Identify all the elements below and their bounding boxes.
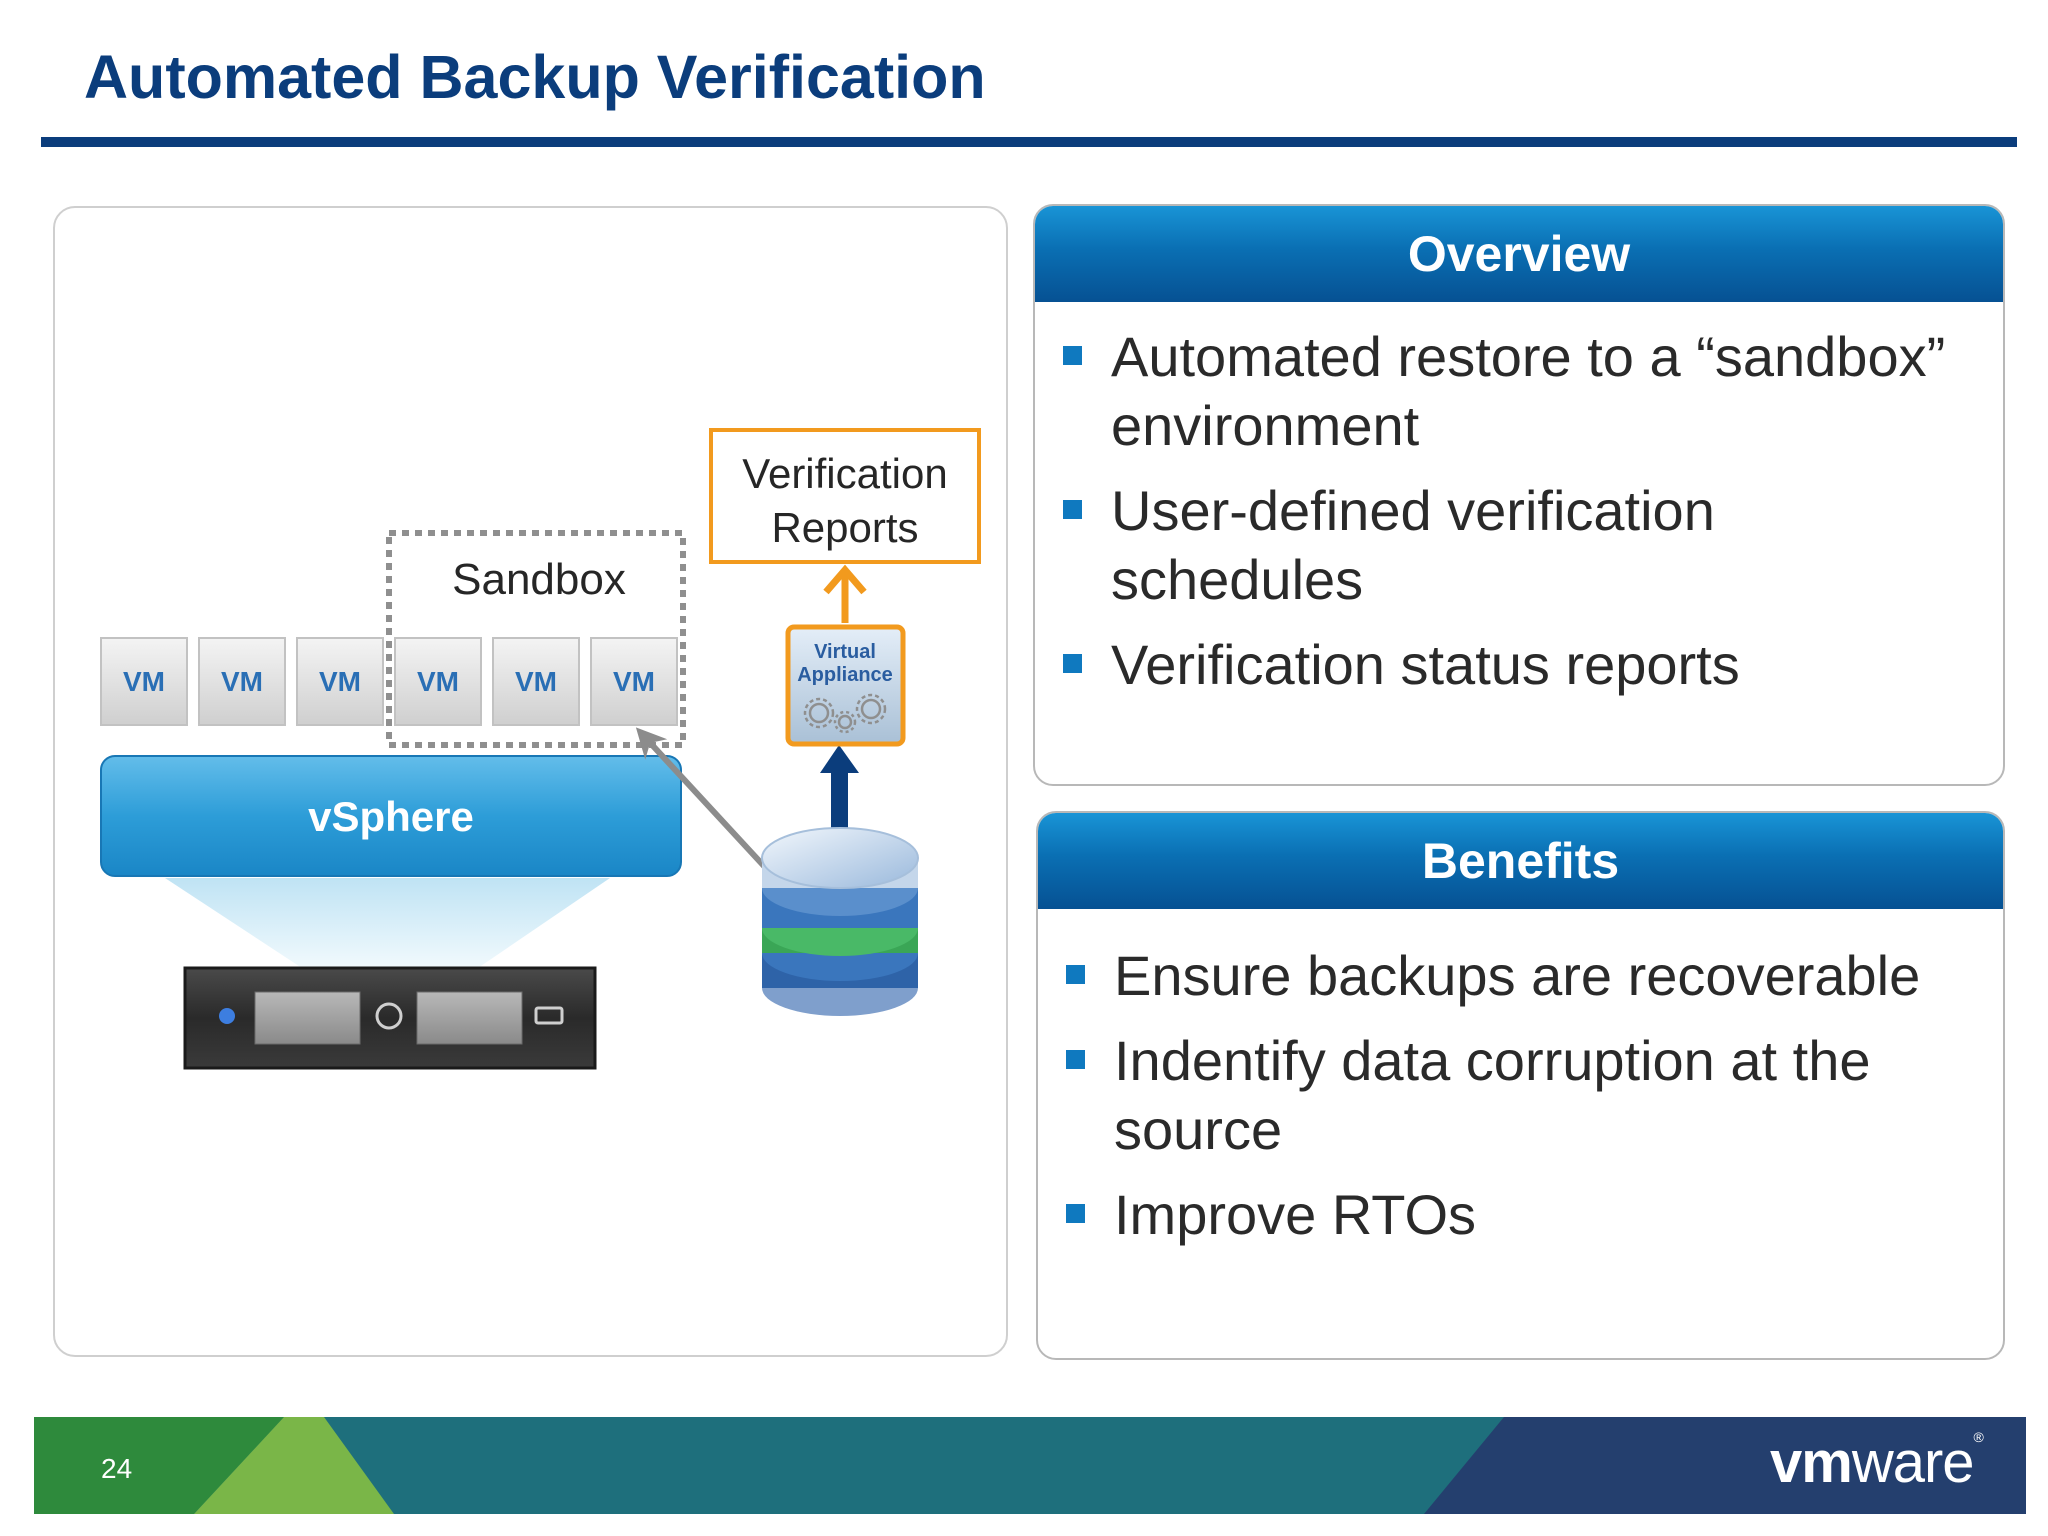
overview-header: Overview (1035, 206, 2003, 302)
vsphere-label: vSphere (308, 793, 474, 840)
vsphere-beam (165, 878, 610, 970)
list-item: Ensure backups are recoverable (1066, 941, 1973, 1010)
svg-text:Verification: Verification (742, 450, 947, 497)
svg-text:Virtual: Virtual (814, 641, 876, 663)
vm-box: VM (100, 637, 188, 726)
overview-panel: Overview Automated restore to a “sandbox… (1033, 204, 2005, 786)
square-bullet-icon (1063, 346, 1082, 365)
benefits-list: Ensure backups are recoverable Indentify… (1038, 909, 2003, 1249)
list-item: Improve RTOs (1066, 1180, 1973, 1249)
restore-arrow (635, 727, 778, 881)
overview-list: Automated restore to a “sandbox” environ… (1035, 302, 2003, 699)
backup-diagram: VM VM VM VM VM VM (100, 428, 981, 1070)
list-item: Automated restore to a “sandbox” environ… (1063, 322, 1973, 460)
list-item-text: Ensure backups are recoverable (1114, 944, 1921, 1007)
benefits-panel: Benefits Ensure backups are recoverable … (1036, 811, 2005, 1360)
vm-box: VM (296, 637, 384, 726)
list-item-text: Verification status reports (1111, 633, 1740, 696)
sandbox-outline (386, 530, 686, 748)
verification-reports-box: Verification Reports (709, 428, 981, 564)
square-bullet-icon (1066, 1204, 1085, 1223)
vm-row: VM VM VM VM VM VM (100, 637, 678, 726)
page-number: 24 (101, 1453, 133, 1484)
square-bullet-icon (1066, 1050, 1085, 1069)
svg-text:VM: VM (613, 666, 655, 697)
list-item: User-defined verification schedules (1063, 476, 1973, 614)
vm-box: VM (198, 637, 286, 726)
gear-icon (803, 693, 887, 734)
svg-text:Reports: Reports (771, 504, 918, 551)
benefits-header: Benefits (1038, 813, 2003, 909)
list-item-text: User-defined verification schedules (1111, 479, 1715, 611)
vm-box: VM (492, 637, 580, 726)
list-item-text: Improve RTOs (1114, 1183, 1477, 1246)
sandbox-label: Sandbox (452, 555, 626, 604)
svg-text:VM: VM (515, 666, 557, 697)
footer-band: 24 vmware® (34, 1417, 2026, 1514)
storage-icon (761, 827, 919, 1016)
orange-up-arrow (823, 564, 867, 623)
slide-title: Automated Backup Verification (84, 43, 986, 111)
list-item: Indentify data corruption at the source (1066, 1026, 1973, 1164)
vsphere-bar (100, 755, 682, 877)
list-item-text: Automated restore to a “sandbox” environ… (1111, 325, 1946, 457)
square-bullet-icon (1063, 654, 1082, 673)
vm-box: VM (590, 637, 678, 726)
svg-text:VM: VM (319, 666, 361, 697)
footer-graphic (34, 1417, 2026, 1514)
list-item-text: Indentify data corruption at the source (1114, 1029, 1871, 1161)
vm-box: VM (394, 637, 482, 726)
svg-text:VM: VM (417, 666, 459, 697)
svg-text:VM: VM (123, 666, 165, 697)
virtual-appliance-icon: Virtual Appliance (785, 624, 906, 747)
diagram-panel: VM VM VM VM VM VM (53, 206, 1008, 1357)
svg-text:Appliance: Appliance (797, 664, 893, 686)
square-bullet-icon (1063, 500, 1082, 519)
vmware-logo: vmware® (1770, 1429, 1984, 1495)
server-icon (183, 966, 597, 1070)
title-underline (41, 137, 2017, 147)
svg-text:VM: VM (221, 666, 263, 697)
square-bullet-icon (1066, 965, 1085, 984)
list-item: Verification status reports (1063, 630, 1973, 699)
